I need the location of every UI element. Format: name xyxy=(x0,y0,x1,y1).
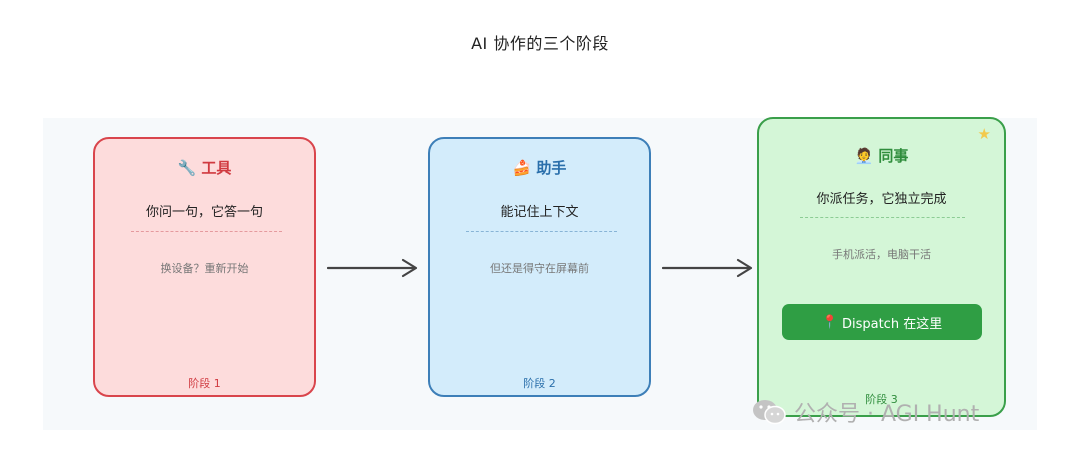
stage-note: 但还是得守在屏幕前 xyxy=(490,262,589,275)
stage-heading: 🔧工具 xyxy=(95,157,314,178)
dispatch-button-label: Dispatch 在这里 xyxy=(841,316,943,332)
stage-name: 工具 xyxy=(201,159,232,177)
cake-icon: 🍰 xyxy=(512,159,532,177)
stage-label: 阶段 2 xyxy=(523,377,556,390)
diagram-title: AI 协作的三个阶段 xyxy=(471,34,609,53)
stage-label: 阶段 1 xyxy=(188,377,221,390)
stage-note: 手机派活，电脑干活 xyxy=(832,248,931,261)
stage-description: 能记住上下文 xyxy=(500,205,579,220)
arrow-right-icon xyxy=(327,258,418,278)
stage-name: 助手 xyxy=(536,159,567,177)
dashed-divider xyxy=(466,231,617,232)
wechat-icon xyxy=(753,400,786,425)
stage-card-colleague: ★ 🧑‍💼同事 你派任务，它独立完成 手机派活，电脑干活 📍Dispatch 在… xyxy=(757,117,1006,417)
stage-description: 你派任务，它独立完成 xyxy=(816,192,947,207)
stage-description: 你问一句，它答一句 xyxy=(145,205,263,220)
wrench-icon: 🔧 xyxy=(177,159,197,177)
dashed-divider xyxy=(131,231,282,232)
stage-label: 阶段 3 xyxy=(865,393,898,406)
stage-heading: 🍰助手 xyxy=(430,157,649,178)
pin-icon: 📍 xyxy=(821,314,838,330)
stage-heading: 🧑‍💼同事 xyxy=(759,145,1004,166)
watermark-text: 公众号 · AGI Hunt xyxy=(794,402,980,427)
watermark: 公众号 · AGI Hunt xyxy=(752,397,979,427)
stage-note: 换设备？重新开始 xyxy=(160,262,249,275)
stage-card-tool: 🔧工具 你问一句，它答一句 换设备？重新开始 阶段 1 xyxy=(93,137,316,397)
dispatch-button[interactable]: 📍Dispatch 在这里 xyxy=(782,304,982,340)
star-icon: ★ xyxy=(977,125,991,143)
arrow-right-icon xyxy=(662,258,753,278)
dashed-divider xyxy=(800,217,965,218)
person-icon: 🧑‍💼 xyxy=(854,147,874,165)
stage-card-assistant: 🍰助手 能记住上下文 但还是得守在屏幕前 阶段 2 xyxy=(428,137,651,397)
stage-name: 同事 xyxy=(878,147,909,165)
